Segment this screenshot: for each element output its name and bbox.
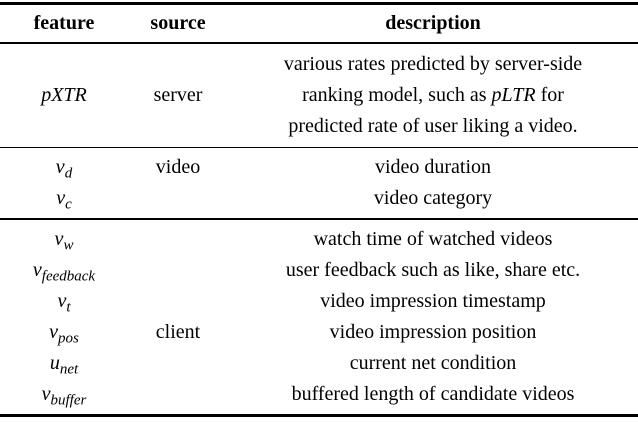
table-group-client: vw watch time of watched videos vfeedbac… bbox=[0, 220, 638, 414]
source-cell: video bbox=[155, 156, 201, 178]
description-cell: video impression timestamp bbox=[320, 289, 546, 312]
description-line: various rates predicted by server-side bbox=[283, 52, 583, 75]
feature-cell: pXTR bbox=[0, 44, 128, 147]
description-cell: watch time of watched videos bbox=[313, 227, 553, 250]
source-cell: server bbox=[153, 83, 203, 106]
feature-cell: vpos bbox=[0, 317, 128, 348]
column-header-source: source bbox=[150, 12, 206, 34]
table-header-row: feature source description bbox=[0, 5, 638, 42]
description-cell: video duration bbox=[374, 156, 492, 178]
description-cell: various rates predicted by server-side r… bbox=[228, 44, 638, 147]
feature-symbol: vw bbox=[54, 227, 74, 253]
feature-cell: vt bbox=[0, 286, 128, 317]
table-group-server: pXTR server various rates predicted by s… bbox=[0, 44, 638, 147]
inline-math-symbol: pLTR bbox=[491, 83, 536, 106]
description-line: predicted rate of user liking a video. bbox=[288, 114, 578, 137]
feature-symbol: vc bbox=[56, 187, 72, 213]
feature-cell: unet bbox=[0, 348, 128, 379]
description-cell: buffered length of candidate videos bbox=[291, 382, 575, 405]
description-line: ranking model, such as pLTR for bbox=[302, 83, 564, 106]
column-header-feature: feature bbox=[33, 12, 95, 34]
column-header-description: description bbox=[385, 12, 481, 34]
feature-symbol: vt bbox=[57, 289, 71, 315]
feature-symbol: vfeedback bbox=[32, 258, 96, 284]
feature-symbol: vpos bbox=[49, 320, 79, 346]
feature-cell: vbuffer bbox=[0, 379, 128, 410]
feature-symbol: unet bbox=[49, 351, 79, 377]
source-cell: client bbox=[155, 320, 201, 343]
group-divider-rule bbox=[0, 218, 638, 220]
feature-cell: vc bbox=[0, 183, 128, 214]
table-top-rule bbox=[0, 2, 638, 5]
feature-cell: vd bbox=[0, 152, 128, 183]
feature-symbol: pXTR bbox=[41, 83, 87, 106]
table-bottom-rule bbox=[0, 413, 638, 417]
description-cell: user feedback such as like, share etc. bbox=[285, 258, 581, 281]
feature-cell: vfeedback bbox=[0, 255, 128, 286]
feature-symbol: vbuffer bbox=[41, 382, 87, 408]
table-group-video: vd video duration vc video category vide… bbox=[0, 148, 638, 218]
group-divider-rule bbox=[0, 146, 638, 148]
description-cell: video impression position bbox=[329, 320, 537, 343]
header-divider-rule bbox=[0, 42, 638, 44]
feature-symbol: vd bbox=[55, 156, 73, 182]
feature-cell: vw bbox=[0, 224, 128, 255]
description-cell: video category bbox=[373, 187, 493, 209]
description-cell: current net condition bbox=[349, 351, 517, 374]
